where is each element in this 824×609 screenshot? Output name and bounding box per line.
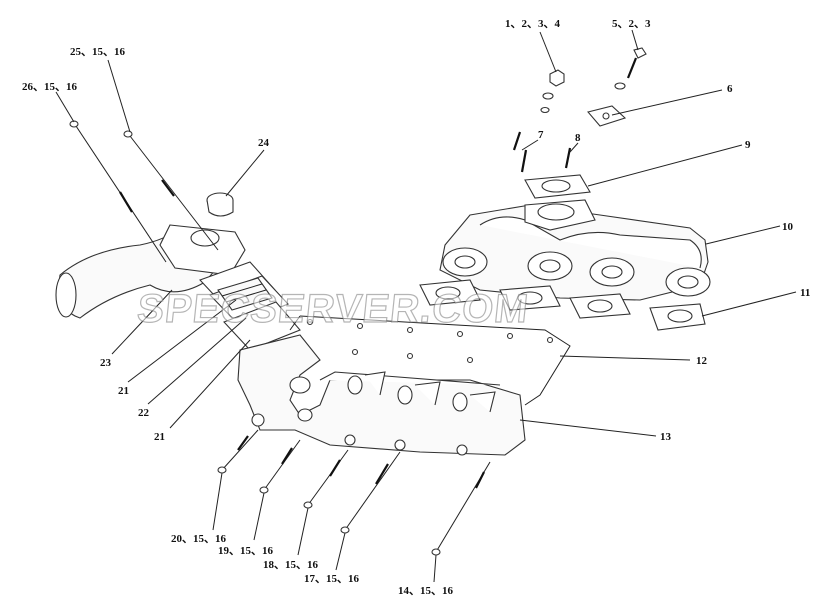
- callout-label: 21: [154, 431, 165, 443]
- clamp-bracket: [587, 105, 627, 127]
- watermark: SPECSERVER.COM: [135, 287, 531, 331]
- outlet-flange-plate: [524, 174, 591, 199]
- leader-lines: [55, 29, 797, 583]
- callout-label: 14、15、16: [398, 585, 453, 597]
- callout-label: 21: [118, 385, 129, 397]
- callout-label: 10: [782, 221, 794, 233]
- callout-label: 19、15、16: [218, 545, 273, 557]
- filter-gasket-stack: [199, 261, 301, 351]
- callout-label: 26、15、16: [22, 81, 77, 93]
- callout-label: 12: [696, 355, 708, 367]
- callout-label: 11: [800, 287, 810, 299]
- cap-plug: [206, 192, 234, 217]
- exhaust-manifold: [439, 199, 711, 301]
- callout-label: 9: [745, 139, 751, 151]
- bottom-bolts: [217, 429, 491, 556]
- callout-label: 23: [100, 357, 112, 369]
- callout-label: 18、15、16: [263, 559, 318, 571]
- callout-label: 13: [660, 431, 672, 443]
- elbow-pipe: [55, 224, 246, 319]
- top-fasteners: [512, 47, 647, 173]
- callout-label: 17、15、16: [304, 573, 359, 585]
- long-bolts: [69, 120, 219, 263]
- manifold-gaskets: [419, 279, 706, 331]
- callout-label: 24: [258, 137, 270, 149]
- intake-manifold: [237, 334, 526, 456]
- callout-labels: 1、2、3、4 5、2、3 6 7 8 9 10 11 12 13 14、15、…: [22, 18, 810, 597]
- callout-label: 22: [138, 407, 150, 419]
- callout-label: 5、2、3: [612, 18, 651, 30]
- callout-label: 6: [727, 83, 733, 95]
- callout-label: 20、15、16: [171, 533, 226, 545]
- callout-label: 8: [575, 132, 581, 144]
- callout-label: 1、2、3、4: [505, 18, 560, 30]
- callout-label: 25、15、16: [70, 46, 125, 58]
- cover-plate-gasket: [289, 315, 571, 406]
- callout-label: 7: [538, 129, 544, 141]
